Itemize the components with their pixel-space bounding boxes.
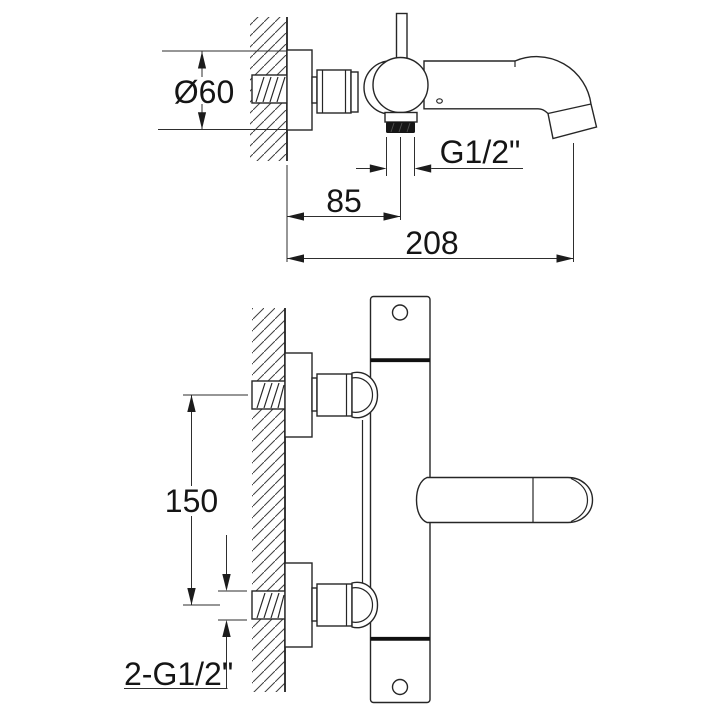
dim-length-208: 208 <box>287 143 574 263</box>
aerator-edge-line <box>547 103 592 115</box>
connector-neck <box>311 76 318 104</box>
dim-label-inlet-spacing: 150 <box>165 483 218 519</box>
bottom-view: 150 2-G1/2" <box>124 295 594 704</box>
dim-label-length-208: 208 <box>405 225 458 261</box>
escutcheon-top <box>284 352 313 438</box>
inlet-nut-top <box>311 373 353 417</box>
inlet-nut-bottom <box>311 583 353 627</box>
inlet-thread-pipe-top <box>251 380 286 410</box>
dim-inlet-threads: 2-G1/2" <box>124 535 247 692</box>
escutcheon-flange <box>286 49 313 131</box>
handle-stem <box>395 12 408 61</box>
mounting-hole-bottom <box>391 678 409 696</box>
valve-body-sphere <box>372 56 429 114</box>
dim-outlet-thread: G1/2" <box>356 134 523 176</box>
handle-end-arc <box>570 477 589 523</box>
top-view: Ø60 G1/2" 85 208 <box>158 12 598 263</box>
escutcheon-bottom <box>284 562 313 648</box>
dim-label-flange-diameter: Ø60 <box>174 74 234 110</box>
spout-pin-hole <box>436 98 443 104</box>
dim-flange-diameter: Ø60 <box>158 50 287 130</box>
dim-offset-85: 85 <box>286 137 401 262</box>
inlet-bell-top <box>351 371 379 419</box>
dim-label-inlet-threads: 2-G1/2" <box>124 656 233 692</box>
lever-handle <box>415 476 594 524</box>
spout <box>423 55 598 140</box>
connector-collar <box>350 71 359 113</box>
dim-inlet-spacing: 150 <box>165 394 248 606</box>
mounting-hole-top <box>391 304 409 321</box>
dim-label-outlet-thread: G1/2" <box>440 134 521 170</box>
inlet-thread-pipe-bottom <box>251 590 286 620</box>
wall-hatch-bottom <box>252 308 285 692</box>
inlet-bell-bottom <box>351 581 379 629</box>
dim-label-offset-85: 85 <box>326 183 362 219</box>
wall-thread-pipe <box>251 74 288 104</box>
outlet-thread-black <box>386 122 415 133</box>
connector-nut <box>316 69 352 114</box>
outlet-collar <box>384 111 418 123</box>
